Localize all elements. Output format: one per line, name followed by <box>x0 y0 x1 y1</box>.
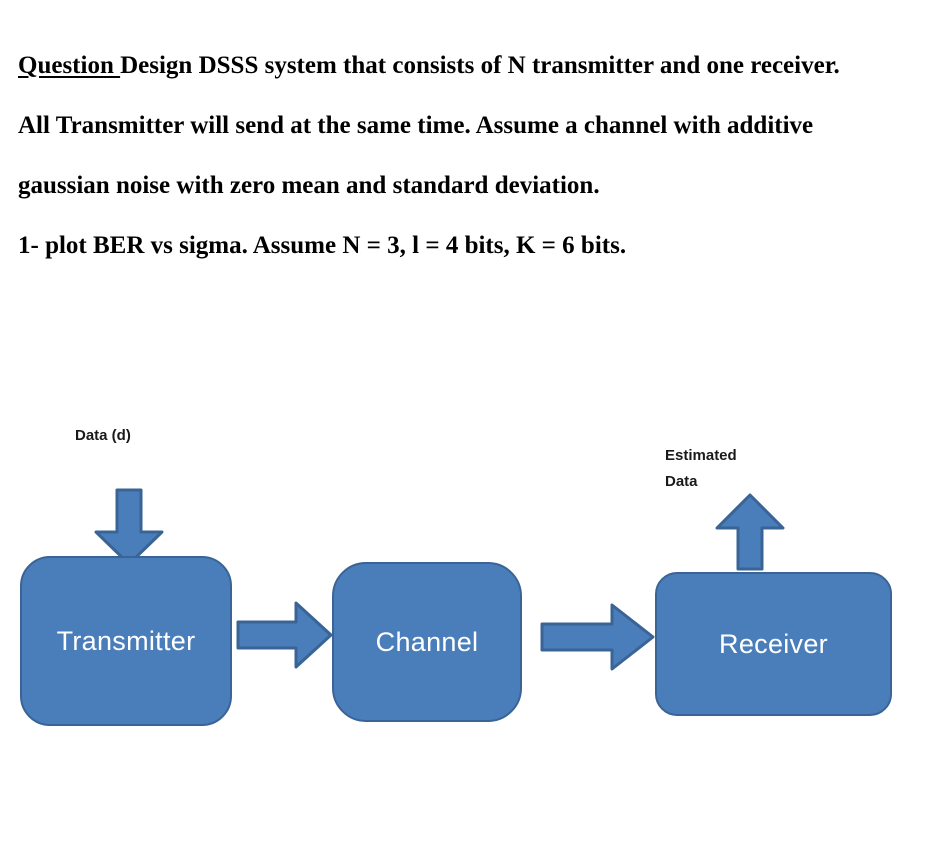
question-line-3: gaussian noise with zero mean and standa… <box>18 172 600 199</box>
question-text-block: Question Design DSSS system that consist… <box>18 36 936 276</box>
block-receiver[interactable]: Receiver <box>655 572 892 716</box>
block-channel-label: Channel <box>375 626 479 657</box>
right-arrow-channel-to-receiver-icon <box>540 603 655 671</box>
question-keyword: Question <box>18 52 121 79</box>
question-line-1-text: Design DSSS system that consists of N tr… <box>120 52 840 79</box>
estimated-data-label-line2: Data <box>665 473 698 490</box>
block-receiver-label: Receiver <box>719 628 828 659</box>
down-arrow-icon <box>94 488 164 566</box>
up-arrow-icon <box>715 493 785 571</box>
question-line-4: 1- plot BER vs sigma. Assume N = 3, l = … <box>18 232 627 259</box>
question-line-1: Question Design DSSS system that consist… <box>18 36 936 96</box>
estimated-data-label: Estimated Data <box>665 443 737 495</box>
block-transmitter[interactable]: Transmitter <box>20 556 232 726</box>
data-input-label: Data (d) <box>75 427 131 444</box>
question-line-2: All Transmitter will send at the same ti… <box>18 112 814 139</box>
estimated-data-label-line1: Estimated <box>665 447 737 464</box>
block-channel[interactable]: Channel <box>332 562 522 722</box>
right-arrow-transmitter-to-channel-icon <box>236 601 333 669</box>
block-transmitter-label: Transmitter <box>56 625 196 656</box>
